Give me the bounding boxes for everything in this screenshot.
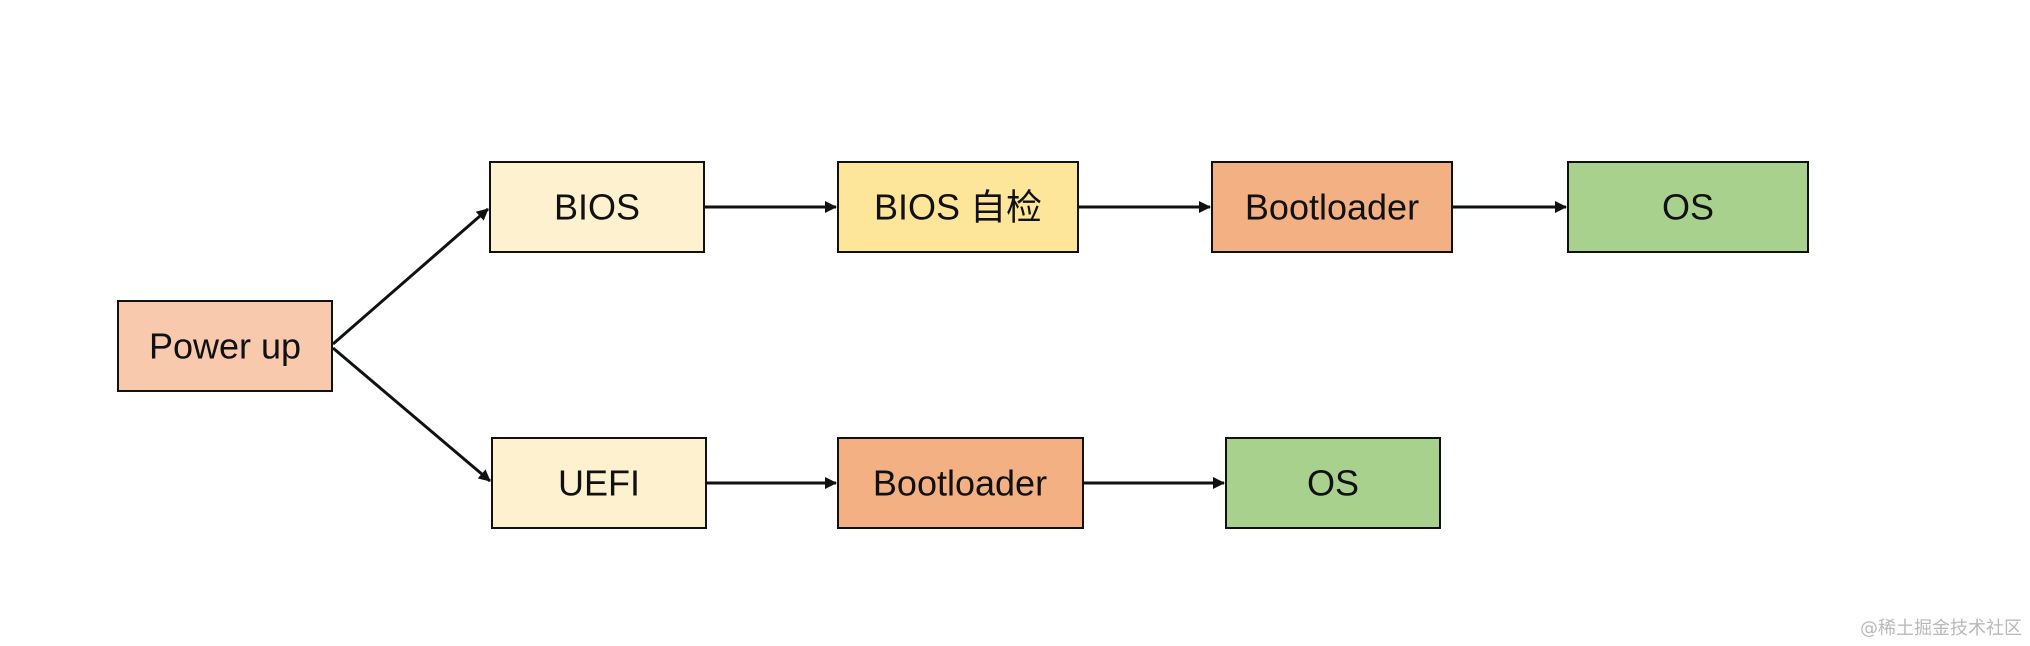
node-bios-post-box	[837, 161, 1079, 253]
node-bootloader-uefi-label: Bootloader	[873, 463, 1047, 504]
node-os-uefi-label: OS	[1307, 463, 1359, 504]
node-bios-post: BIOS 自检	[837, 161, 1079, 253]
watermark: @稀土掘金技术社区	[1860, 618, 2022, 639]
node-os-bios-label: OS	[1662, 187, 1714, 228]
node-bios: BIOS	[489, 161, 705, 253]
node-uefi-box	[491, 437, 707, 529]
node-os-bios: OS	[1567, 161, 1809, 253]
edge-power-to-uefi	[332, 346, 491, 483]
node-uefi-label: UEFI	[558, 463, 640, 504]
node-bios-label: BIOS	[554, 187, 640, 228]
node-os-uefi: OS	[1225, 437, 1441, 529]
node-power-up-label: Power up	[149, 326, 301, 367]
node-os-uefi-box	[1225, 437, 1441, 529]
node-bootloader-uefi: Bootloader	[837, 437, 1084, 529]
node-bootloader-uefi-box	[837, 437, 1084, 529]
node-power-up-box	[117, 300, 333, 392]
node-os-bios-box	[1567, 161, 1809, 253]
node-power-up: Power up	[117, 300, 333, 392]
node-bootloader-bios-label: Bootloader	[1245, 187, 1419, 228]
edges	[332, 201, 1567, 489]
edge-power-to-bios	[332, 207, 489, 346]
node-uefi: UEFI	[491, 437, 707, 529]
node-bootloader-bios: Bootloader	[1211, 161, 1453, 253]
node-bios-post-label: BIOS 自检	[874, 187, 1042, 228]
node-bios-box	[489, 161, 705, 253]
node-bootloader-bios-box	[1211, 161, 1453, 253]
